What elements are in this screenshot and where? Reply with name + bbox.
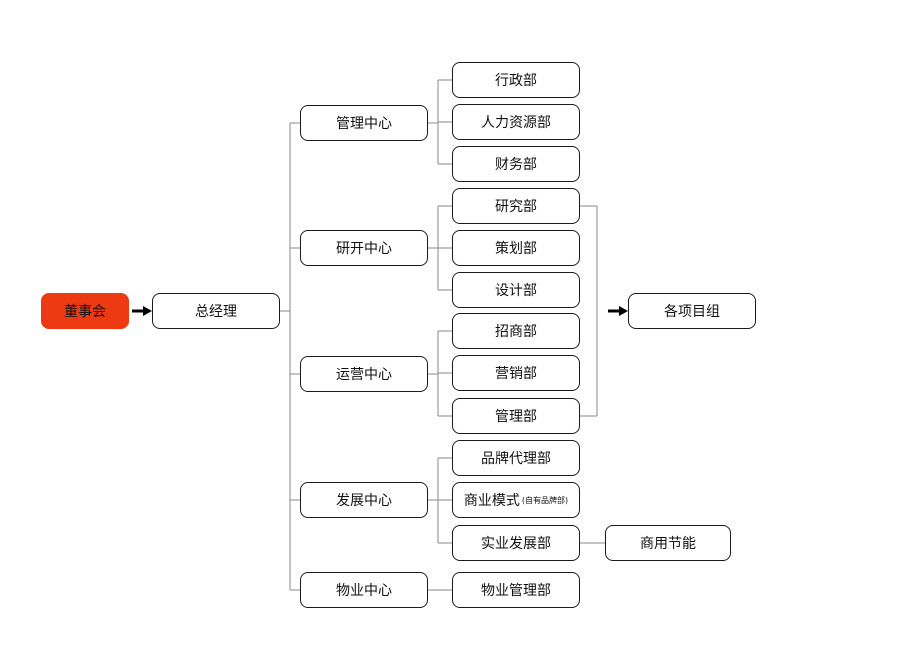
- dept-sublabel: (自有品牌部): [521, 495, 569, 505]
- dept-node-business-model: 商业模式(自有品牌部): [452, 482, 580, 518]
- general-manager-node: 总经理: [152, 293, 280, 329]
- arrow-head-project-groups: [619, 306, 628, 316]
- project-groups-node: 各项目组: [628, 293, 756, 329]
- dept-node: 营销部: [452, 355, 580, 391]
- dept-node: 人力资源部: [452, 104, 580, 140]
- dept-label: 商业模式: [463, 493, 520, 509]
- center-node-rnd: 研开中心: [300, 230, 428, 266]
- dept-node: 管理部: [452, 398, 580, 434]
- center-node-development: 发展中心: [300, 482, 428, 518]
- dept-node: 行政部: [452, 62, 580, 98]
- center-node-operations: 运营中心: [300, 356, 428, 392]
- dept-node: 实业发展部: [452, 525, 580, 561]
- dept-node: 物业管理部: [452, 572, 580, 608]
- dept-node: 招商部: [452, 313, 580, 349]
- dept-node: 设计部: [452, 272, 580, 308]
- dept-node: 研究部: [452, 188, 580, 224]
- center-node-management: 管理中心: [300, 105, 428, 141]
- dept-node: 财务部: [452, 146, 580, 182]
- arrow-head-root-to-gm: [143, 306, 152, 316]
- center-node-property: 物业中心: [300, 572, 428, 608]
- board-node: 董事会: [41, 293, 129, 329]
- dept-node: 品牌代理部: [452, 440, 580, 476]
- commercial-energy-node: 商用节能: [605, 525, 731, 561]
- dept-node: 策划部: [452, 230, 580, 266]
